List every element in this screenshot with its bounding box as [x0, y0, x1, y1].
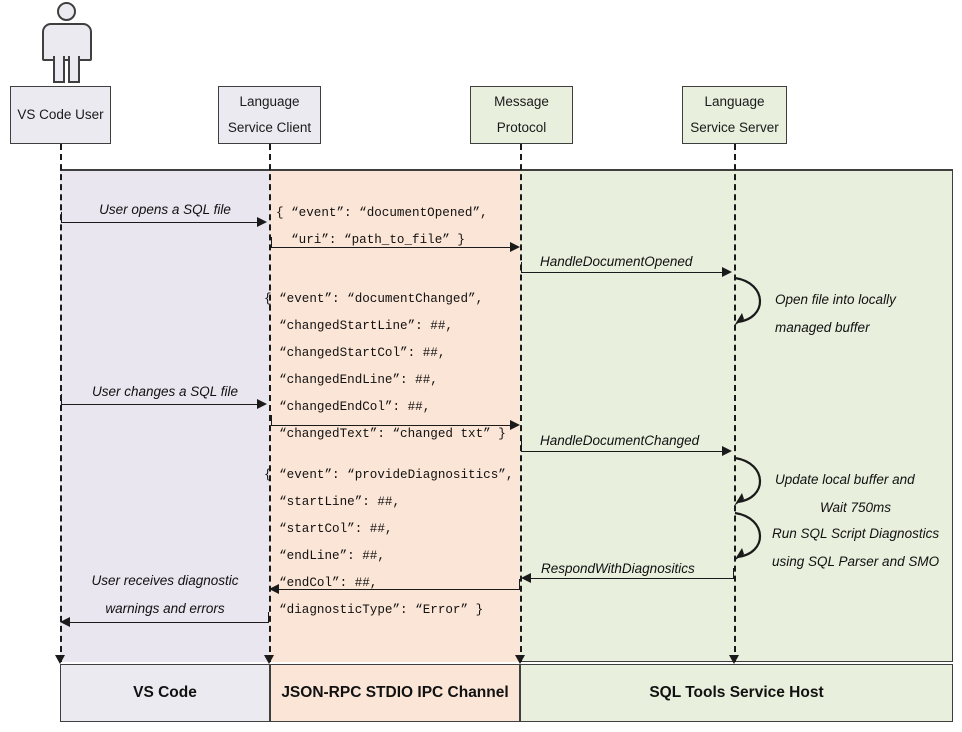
footer-label-sql-tools-service-host: SQL Tools Service Host: [649, 684, 824, 701]
self-action-label-update-buffer-line1: Update local buffer and: [775, 472, 915, 487]
band-sql-tools-service-host: [520, 170, 953, 662]
actor-left-leg-icon: [53, 54, 65, 83]
footer-sql-tools-service-host[interactable]: SQL Tools Service Host: [520, 664, 953, 722]
vs-code-user-actor-icon: [36, 2, 98, 83]
message-label-user-receives-line1: User receives diagnostic: [91, 573, 239, 588]
lifeline-box-language-service-server[interactable]: Language Service Server: [682, 86, 787, 144]
message-tail-user-opens-file: [61, 212, 62, 223]
payload-document-changed: { “event”: “documentChanged”, “changedSt…: [264, 292, 506, 442]
lifeline-end-arrow-vs-code-user: [55, 655, 65, 664]
footer-label-ipc-channel: JSON-RPC STDIO IPC Channel: [281, 684, 509, 701]
message-label-user-receives-line2: warnings and errors: [105, 601, 225, 616]
lifeline-end-arrow-server: [729, 655, 739, 664]
actor-right-leg-icon: [68, 54, 80, 83]
lifeline-box-vs-code-user[interactable]: VS Code User: [10, 86, 111, 144]
message-arrow-client-to-protocol-changed: [271, 425, 512, 426]
lifeline-end-arrow-client: [264, 655, 274, 664]
message-label-user-changes-file: User changes a SQL file: [91, 384, 239, 399]
lifeline-message-protocol: [520, 144, 522, 662]
lifeline-language-service-client: [269, 144, 271, 662]
lifeline-box-language-service-client[interactable]: Language Service Client: [218, 86, 321, 144]
message-arrowhead-handle-document-changed: [722, 446, 732, 456]
message-arrowhead-client-to-protocol-changed: [510, 420, 520, 430]
message-arrowhead-handle-document-opened: [722, 267, 732, 277]
lifeline-label-line2: Protocol: [496, 120, 547, 135]
lifeline-language-service-server: [734, 144, 736, 662]
message-tail-respond-with-diagnostics: [733, 568, 734, 579]
message-arrowhead-user-opens-file: [257, 217, 267, 227]
message-arrow-user-changes-file: [61, 404, 259, 405]
band-top-divider: [60, 169, 953, 171]
lifeline-label-line1: Message: [494, 94, 549, 110]
lifeline-label-line2: Service Server: [690, 120, 779, 135]
actor-head-icon: [57, 2, 76, 21]
message-tail-user-receives-diagnostics: [268, 612, 269, 623]
message-tail-user-changes-file: [61, 394, 62, 405]
message-label-handle-document-changed: HandleDocumentChanged: [540, 433, 700, 448]
self-action-label-run-diagnostics-line2: using SQL Parser and SMO: [772, 554, 940, 569]
message-tail-protocol-to-client-diagnostics: [519, 579, 520, 590]
message-arrow-client-to-protocol-opened: [271, 247, 512, 248]
self-action-label-run-diagnostics-line1: Run SQL Script Diagnostics: [772, 526, 940, 541]
self-action-label-update-buffer-line2: Wait 750ms: [820, 500, 892, 515]
footer-vs-code[interactable]: VS Code: [60, 664, 270, 722]
actor-torso-fill: [50, 40, 84, 56]
lifeline-label-line1: Language: [239, 94, 300, 110]
message-arrowhead-client-to-protocol-opened: [510, 242, 520, 252]
message-label-handle-document-opened: HandleDocumentOpened: [540, 254, 693, 269]
message-arrowhead-respond-with-diagnostics: [521, 573, 531, 583]
message-arrow-handle-document-changed: [521, 451, 724, 452]
message-label-user-opens-file: User opens a SQL file: [99, 202, 231, 217]
message-arrowhead-protocol-to-client-diagnostics: [269, 584, 279, 594]
message-tail-client-to-protocol-opened: [271, 237, 272, 248]
lifeline-box-message-protocol[interactable]: Message Protocol: [470, 86, 573, 144]
lifeline-label-line2: Service Client: [227, 120, 312, 135]
band-ipc-channel: [270, 170, 520, 662]
payload-document-opened: { “event”: “documentOpened”, “uri”: “pat…: [276, 206, 488, 248]
message-label-respond-with-diagnostics: RespondWithDiagnositics: [541, 561, 695, 576]
message-arrowhead-user-changes-file: [257, 399, 267, 409]
self-loop-open-file-buffer: [734, 276, 761, 326]
footer-label-vs-code: VS Code: [133, 684, 197, 701]
footer-ipc-channel[interactable]: JSON-RPC STDIO IPC Channel: [270, 664, 520, 722]
lifeline-label-line1: VS Code User: [17, 107, 104, 123]
self-loop-update-buffer: [734, 456, 761, 506]
message-arrow-respond-with-diagnostics: [530, 578, 734, 579]
payload-provide-diagnostics: { “event”: “provideDiagnositics”, “start…: [264, 468, 514, 618]
message-arrowhead-user-receives-diagnostics: [60, 617, 70, 627]
self-action-label-open-file-buffer-line2: managed buffer: [775, 320, 870, 335]
self-action-label-open-file-buffer-line1: Open file into locally: [775, 292, 896, 307]
message-tail-handle-document-opened: [521, 262, 522, 273]
message-tail-handle-document-changed: [521, 441, 522, 452]
message-arrow-user-receives-diagnostics: [69, 622, 269, 623]
message-tail-client-to-protocol-changed: [271, 415, 272, 426]
message-arrow-protocol-to-client-diagnostics: [278, 589, 520, 590]
lifeline-label-line1: Language: [704, 94, 765, 110]
self-loop-run-diagnostics: [734, 511, 761, 561]
lifeline-end-arrow-protocol: [515, 655, 525, 664]
message-arrow-handle-document-opened: [521, 272, 724, 273]
message-arrow-user-opens-file: [61, 222, 259, 223]
band-vs-code: [60, 170, 270, 662]
